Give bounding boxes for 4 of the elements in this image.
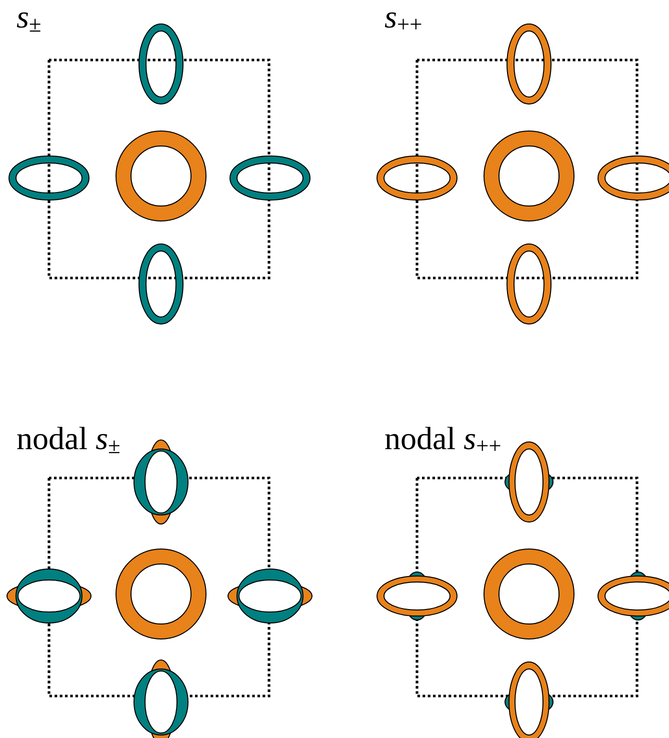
panel-title: nodal s$_{±}$ xyxy=(17,426,120,454)
panel-title: s$_{++}$ xyxy=(384,12,422,30)
panel-title: nodal s$_{++}$ xyxy=(385,426,500,451)
panel-title: s$_{±}$ xyxy=(16,12,40,32)
